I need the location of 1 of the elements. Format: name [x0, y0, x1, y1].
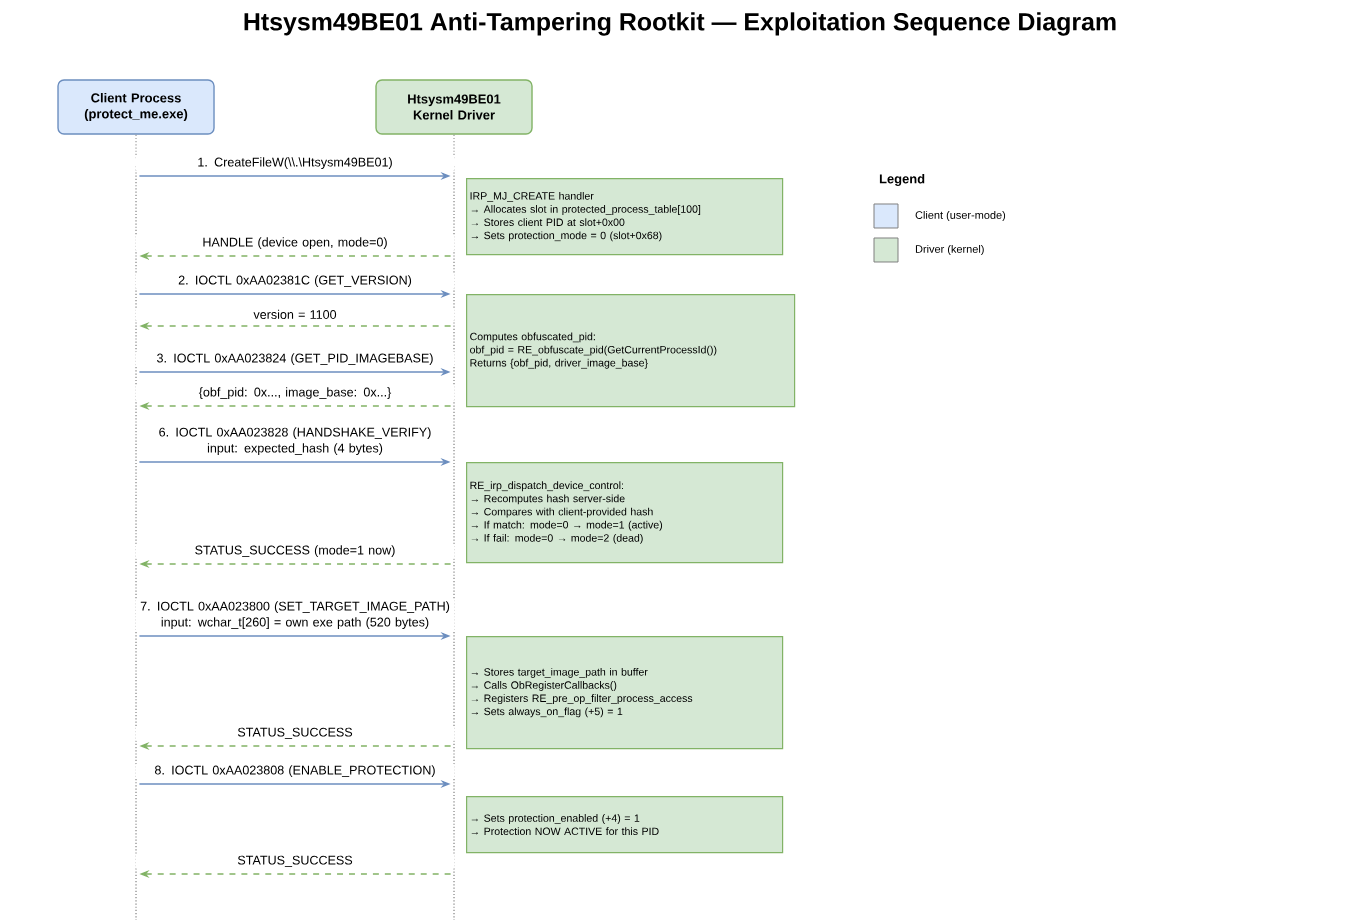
title: Htsysm49BE01 Anti-Tampering Rootkit — Exploitation Sequence Diagram [244, 12, 1116, 36]
